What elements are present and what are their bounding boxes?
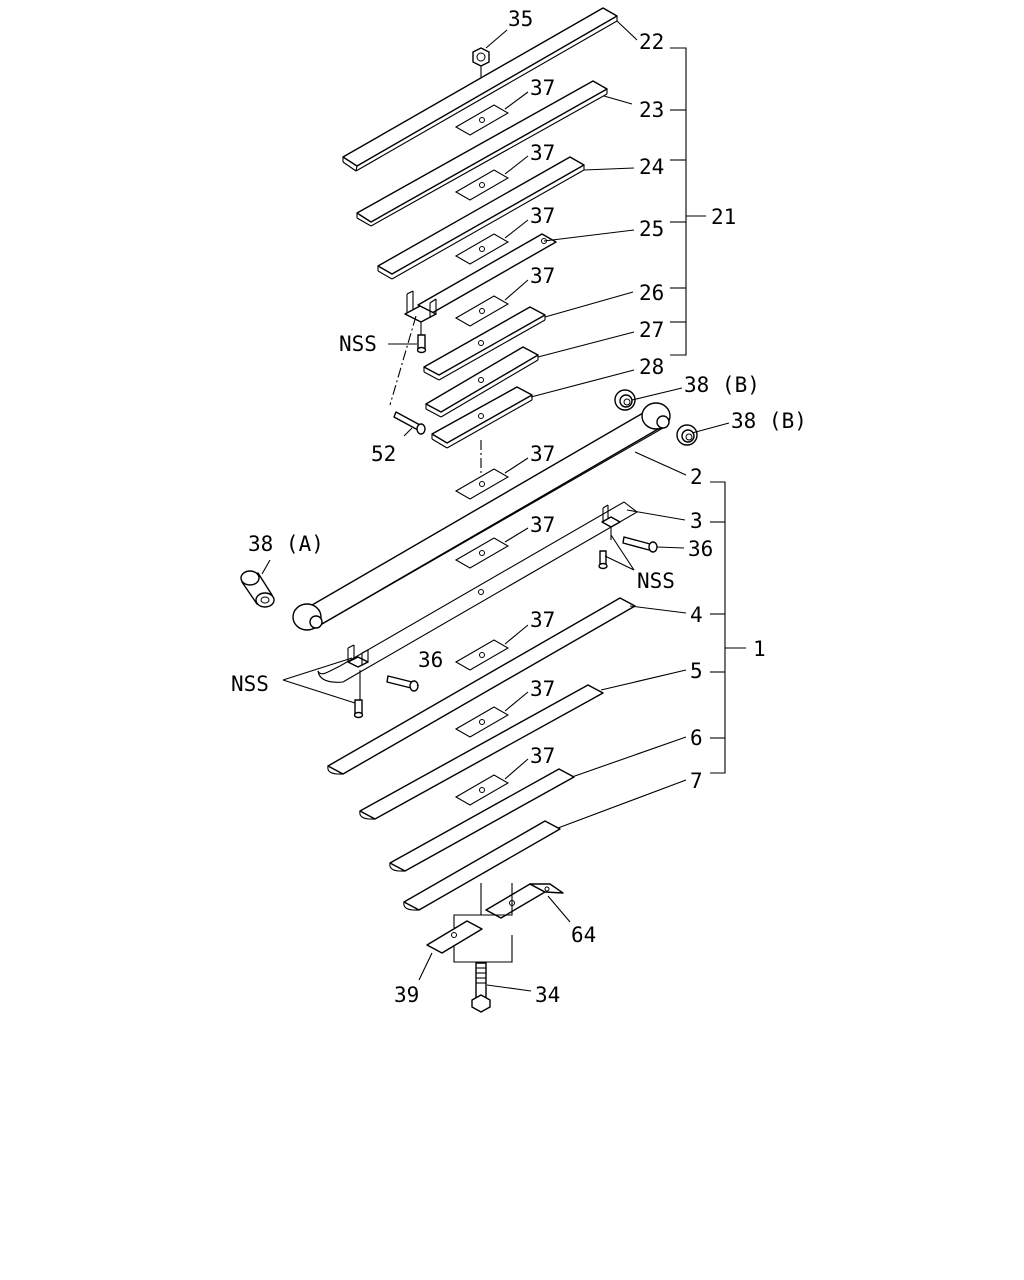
label-52: 52 [371,442,396,466]
label-64: 64 [571,923,596,947]
label-5: 5 [690,659,703,683]
label-22: 22 [639,30,664,54]
label-35: 35 [508,7,533,31]
label-37-6: 37 [530,513,555,537]
bottom-plate-guides [453,883,513,963]
pad-37-8 [454,706,510,738]
label-28: 28 [639,355,664,379]
label-4: 4 [690,603,703,627]
label-37-7: 37 [530,608,555,632]
label-37-1: 37 [530,76,555,100]
label-23: 23 [639,98,664,122]
pad-37-5 [454,468,510,500]
label-26: 26 [639,281,664,305]
label-34: 34 [535,983,560,1007]
label-37-9: 37 [530,744,555,768]
bushing-38a [240,570,275,608]
leaf-26 [423,306,546,381]
plate-39 [426,920,483,954]
label-37-2: 37 [530,141,555,165]
label-6: 6 [690,726,703,750]
pad-37-1 [454,104,510,136]
leaf-22 [342,7,618,172]
spacer-plate-64 [485,883,564,919]
pad-37-9 [454,774,510,806]
label-38b-1: 38 (B) [684,373,760,397]
leaf-7 [403,820,561,911]
nut-35 [472,47,490,92]
label-37-8: 37 [530,677,555,701]
label-25: 25 [639,217,664,241]
label-27: 27 [639,318,664,342]
label-3: 3 [690,509,703,533]
label-1: 1 [753,637,766,661]
clip-bracket-right [598,504,658,570]
label-37-3: 37 [530,204,555,228]
label-37-4: 37 [530,264,555,288]
label-39: 39 [394,983,419,1007]
leaf-23 [356,80,608,227]
label-37-5: 37 [530,442,555,466]
label-nss-1: NSS [339,332,377,356]
label-nss-2: NSS [637,569,675,593]
pad-37-3 [454,233,510,265]
leaf-6 [389,768,575,872]
label-21: 21 [711,205,736,229]
leaf-3 [317,501,638,683]
leaf-4 [327,597,636,775]
clip-bracket-upper [404,290,437,354]
bushing-38b-2 [676,424,698,446]
label-36-2: 36 [418,648,443,672]
pad-37-7 [454,639,510,671]
leaf-5 [359,684,604,820]
label-38b-2: 38 (B) [731,409,807,433]
leader-lines [261,20,730,992]
pad-37-6 [454,537,510,569]
bolt-52 [389,315,426,435]
main-leaf-2 [292,402,671,631]
callout-labels: 35 22 23 24 25 26 27 28 21 37 37 37 37 3… [231,7,807,1007]
pad-37-4 [454,295,510,327]
label-7: 7 [690,769,703,793]
leaf-24 [377,156,585,280]
group-bracket-21 [670,47,706,356]
label-38a: 38 (A) [248,532,324,556]
pad-37-2 [454,169,510,201]
center-bolt-34 [471,962,491,1013]
clip-bracket-left [347,644,419,719]
bushing-38b-1 [614,389,636,411]
label-36-1: 36 [688,537,713,561]
label-2: 2 [690,465,703,489]
group-bracket-1 [710,481,746,774]
label-nss-3: NSS [231,672,269,696]
label-24: 24 [639,155,664,179]
